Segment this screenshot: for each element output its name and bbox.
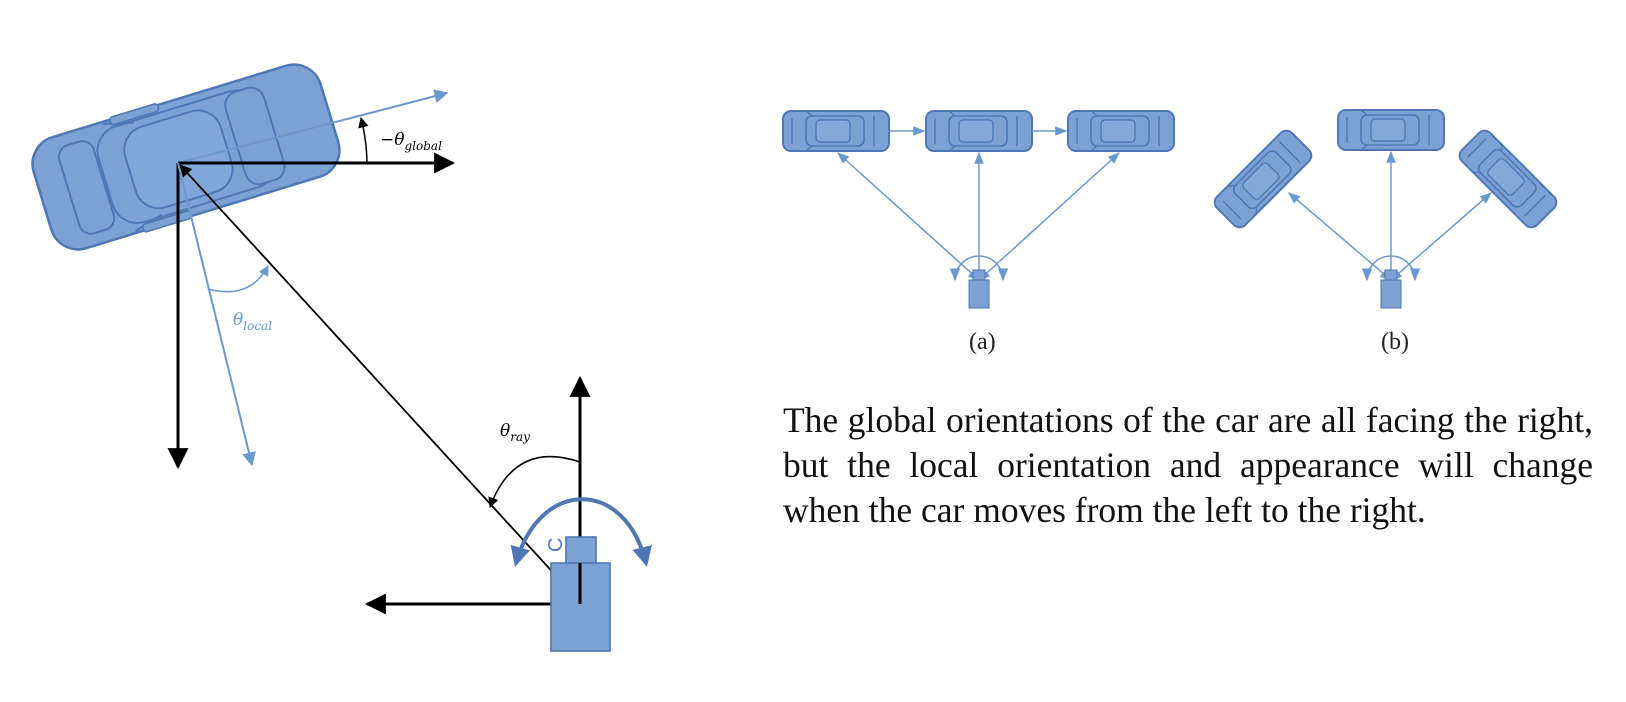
theta-global-arc [358,116,369,164]
panel-b-label: (b) [1381,329,1409,355]
theta-local-arc [207,265,269,293]
panel-a-camera [968,269,990,309]
panel-b-car-right [1455,126,1561,232]
panel-b-car-middle [1337,109,1445,151]
panel-a-car-middle [925,110,1033,152]
theta-ray-label: θray [500,421,530,444]
theta-global-label: −θglobal [380,130,442,153]
camera-letter: C [545,538,567,552]
theta-local-label: θlocal [233,310,272,333]
left-orientation-diagram: −θglobal θlocal θray C [31,63,652,652]
figure-caption: The global orientations of the car are a… [783,400,1593,530]
panel-b-diagram: (b) [1210,109,1561,355]
theta-local-ray [177,162,256,467]
car-heading-arrow [177,89,449,164]
panel-a-label: (a) [969,329,996,355]
camera-rotation-arc [510,497,652,567]
panel-b-camera [1380,269,1402,309]
panel-b-car-left [1210,126,1316,232]
camera-ray [179,164,581,603]
large-car [31,63,341,251]
panel-a-car-right [1067,110,1175,152]
theta-ray-arc [488,455,581,508]
panel-a-car-left [782,110,890,152]
panel-a-diagram: (a) [782,110,1175,355]
camera: C [545,536,611,652]
